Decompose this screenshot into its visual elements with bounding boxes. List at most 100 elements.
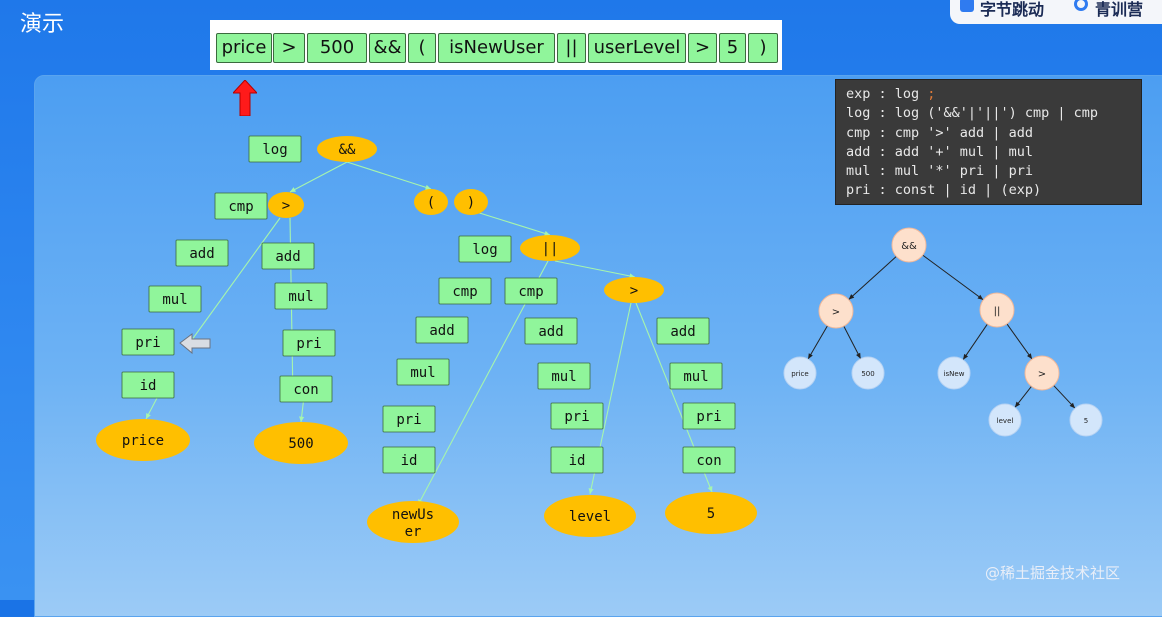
parse-node-box [504, 277, 558, 305]
grammar-rule-log: log : log ('&&'|'||') cmp | cmp [846, 105, 1098, 122]
ast-node-circle [1024, 355, 1060, 391]
arrowhead-icon [848, 294, 855, 300]
parse-node-mul: mul [537, 362, 591, 390]
parse-node-box [274, 282, 328, 310]
parse-node-box [121, 328, 175, 356]
ast-node-circle [783, 356, 817, 390]
arrowhead-icon [1014, 401, 1021, 408]
ast-edge [843, 325, 862, 360]
ast-node-label: || [994, 306, 1001, 317]
parse-node-label: con [696, 453, 721, 469]
parse-node-box [669, 362, 723, 390]
parse-leaf-lp: ( [414, 189, 448, 215]
parse-node-label: cmp [452, 284, 477, 300]
parse-leaf-label: > [630, 283, 638, 299]
parse-node-box [682, 402, 736, 430]
grammar-rhs: mul '*' pri | pri [894, 163, 1033, 180]
parse-node-pri: pri [682, 402, 736, 430]
arrowhead-icon [425, 184, 431, 190]
pointer-arrow-icon [179, 333, 211, 355]
parse-leaf-label: && [339, 142, 356, 158]
parse-node-con: con [682, 446, 736, 474]
ast-node-and: && [891, 227, 927, 263]
token-stream: price>500&&(isNewUser||userLevel>5) [210, 20, 782, 70]
arrowhead-icon [963, 353, 969, 360]
grammar-rhs: const | id | (exp) [894, 182, 1042, 199]
parse-node-id: id [121, 371, 175, 399]
token-3: && [369, 33, 406, 63]
arrowhead-icon [588, 488, 594, 494]
token-4: ( [408, 33, 436, 63]
parse-tree-edge [346, 161, 432, 190]
parse-tree-edge [554, 260, 636, 278]
grammar-rule-cmp: cmp : cmp '>' add | add [846, 124, 1033, 141]
ast-edge [922, 254, 984, 301]
parse-node-label: add [670, 324, 695, 340]
ast-node-label: 500 [861, 370, 874, 378]
parse-node-box [550, 446, 604, 474]
parse-node-pri: pri [382, 405, 436, 433]
ast-node-500: 500 [851, 356, 885, 390]
parse-node-box [382, 405, 436, 433]
ast-node-circle [1069, 403, 1103, 437]
arrowhead-icon [290, 187, 296, 192]
parse-node-id: id [550, 446, 604, 474]
ast-node-circle [891, 227, 927, 263]
parse-node-label: add [189, 246, 214, 262]
token-0: price [216, 33, 272, 63]
token-6: || [557, 33, 586, 63]
brand-logo: 字节跳动 青训营 [950, 0, 1162, 24]
parse-node-add: add [524, 317, 578, 345]
parse-node-label: log [472, 242, 497, 258]
parse-node-label: mul [410, 365, 435, 381]
bytedance-logo-icon [960, 0, 974, 12]
token-10: ) [748, 33, 778, 63]
parse-node-label: id [569, 453, 586, 469]
parse-node-box [175, 239, 229, 267]
token-1: > [273, 33, 305, 63]
parse-node-cmp: cmp [504, 277, 558, 305]
parse-node-log: log [248, 135, 302, 163]
parse-node-label: id [140, 378, 157, 394]
token-2: 500 [307, 33, 367, 63]
parse-node-label: pri [135, 335, 160, 351]
parse-leaf-price: price [96, 419, 190, 461]
parse-leaf-or: || [520, 235, 580, 261]
grammar-terminator: ; [919, 86, 936, 102]
parse-leaf-500: 500 [254, 422, 348, 464]
parse-node-label: mul [551, 369, 576, 385]
parse-node-box [248, 135, 302, 163]
arrowhead-icon [977, 294, 984, 300]
brand-name-primary: 字节跳动 [980, 0, 1045, 19]
parse-node-add: add [261, 242, 315, 270]
ast-node-label: price [791, 370, 808, 378]
parse-node-box [279, 375, 333, 403]
parse-node-add: add [656, 317, 710, 345]
ast-node-level: level [988, 403, 1022, 437]
parse-node-box [214, 192, 268, 220]
parse-node-label: mul [288, 289, 313, 305]
ast-node-or: || [979, 292, 1015, 328]
ast-node-label: isNew [944, 370, 965, 378]
parse-node-pri: pri [121, 328, 175, 356]
parse-leaf-and: && [317, 136, 377, 162]
ast-edge [807, 325, 828, 360]
parse-node-label: mul [683, 369, 708, 385]
arrowhead-icon [146, 413, 151, 419]
grammar-rhs: log ('&&'|'||') cmp | cmp [894, 105, 1098, 122]
parse-node-pri: pri [550, 402, 604, 430]
parse-node-mul: mul [274, 282, 328, 310]
parse-leaf-ellipse [268, 192, 304, 218]
ast-node-gt1: > [818, 293, 854, 329]
slide-title: 演示 [20, 12, 65, 37]
parse-leaf-label: 5 [707, 506, 715, 522]
grammar-rhs: add '+' mul | mul [894, 143, 1033, 160]
arrowhead-icon [544, 230, 550, 236]
ast-node-circle [851, 356, 885, 390]
grammar-lhs: exp [846, 86, 871, 102]
arrowhead-icon [808, 353, 813, 360]
parse-node-mul: mul [669, 362, 723, 390]
parse-node-label: cmp [518, 284, 543, 300]
